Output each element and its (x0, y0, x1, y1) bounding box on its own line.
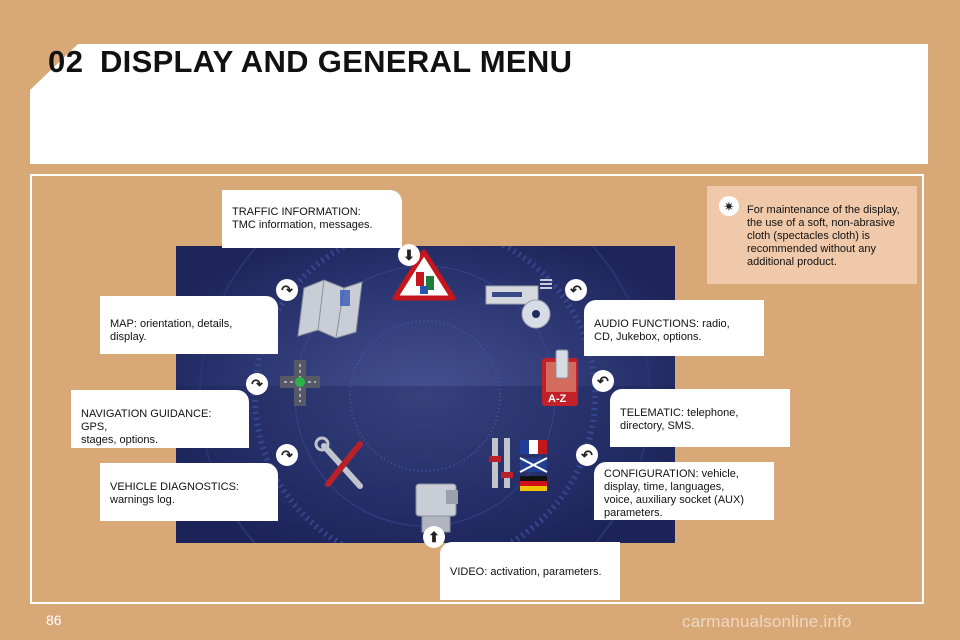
arrow-right-icon: ↷ (246, 373, 268, 395)
page-number: 86 (46, 612, 62, 628)
directory-badge: A-Z (548, 393, 567, 405)
callout-line: warnings log. (110, 494, 175, 506)
callout-line: NAVIGATION GUIDANCE: GPS, (81, 408, 212, 433)
content-frame (30, 174, 924, 604)
light-bulb-icon: ✷ (719, 196, 739, 216)
callout-line: VEHICLE DIAGNOSTICS: (110, 481, 239, 493)
callout-line: CD, Jukebox, options. (594, 331, 702, 343)
phone-directory-icon: A-Z (542, 349, 578, 406)
arrow-left-icon: ↶ (576, 444, 598, 466)
callout-line: display, time, languages, (604, 481, 725, 493)
callout-line: parameters. (604, 507, 663, 519)
callout-line: MAP: orientation, details, (110, 318, 233, 330)
note-text: For maintenance of the display, the use … (747, 204, 900, 268)
video-projector-icon (415, 483, 458, 533)
tools-icon (314, 436, 363, 489)
callout-traffic-information: TRAFFIC INFORMATION: TMC information, me… (222, 190, 402, 248)
arrow-down-icon: ⬇ (398, 244, 420, 266)
traffic-warning-icon (392, 249, 456, 301)
callout-line: display. (110, 331, 147, 343)
callout-line: voice, auxiliary socket (AUX) (604, 494, 744, 506)
callout-telematic: TELEMATIC: telephone, directory, SMS. (610, 389, 790, 447)
callout-line: CONFIGURATION: vehicle, (604, 468, 739, 480)
callout-configuration: CONFIGURATION: vehicle, display, time, l… (594, 462, 774, 520)
callout-audio-functions: AUDIO FUNCTIONS: radio, CD, Jukebox, opt… (584, 300, 764, 356)
callout-line: directory, SMS. (620, 420, 695, 432)
callout-line: AUDIO FUNCTIONS: radio, (594, 318, 730, 330)
arrow-left-icon: ↶ (592, 370, 614, 392)
chapter-number: 02 (48, 44, 84, 79)
callout-map: MAP: orientation, details, display. (100, 296, 278, 354)
folded-map-icon (297, 279, 363, 339)
callout-line: TRAFFIC INFORMATION: (232, 206, 361, 218)
callout-navigation-guidance: NAVIGATION GUIDANCE: GPS, stages, option… (71, 390, 249, 448)
callout-line: VIDEO: activation, parameters. (450, 566, 602, 578)
callout-line: TELEMATIC: telephone, (620, 407, 739, 419)
crossroads-icon (280, 360, 320, 406)
callout-video: VIDEO: activation, parameters. (440, 542, 620, 600)
header-panel (30, 44, 928, 164)
callout-line: TMC information, messages. (232, 219, 373, 231)
arrow-left-icon: ↶ (565, 279, 587, 301)
page-title: DISPLAY AND GENERAL MENU (100, 44, 573, 79)
arrow-right-icon: ↷ (276, 279, 298, 301)
arrow-up-icon: ⬆ (423, 526, 445, 548)
callout-vehicle-diagnostics: VEHICLE DIAGNOSTICS: warnings log. (100, 463, 278, 521)
audio-cd-icon (485, 279, 552, 329)
settings-flags-icon (489, 438, 548, 491)
arrow-right-icon: ↷ (276, 444, 298, 466)
callout-line: stages, options. (81, 434, 159, 446)
watermark: carmanualsonline.info (682, 612, 852, 631)
maintenance-note: ✷ For maintenance of the display, the us… (707, 186, 917, 284)
